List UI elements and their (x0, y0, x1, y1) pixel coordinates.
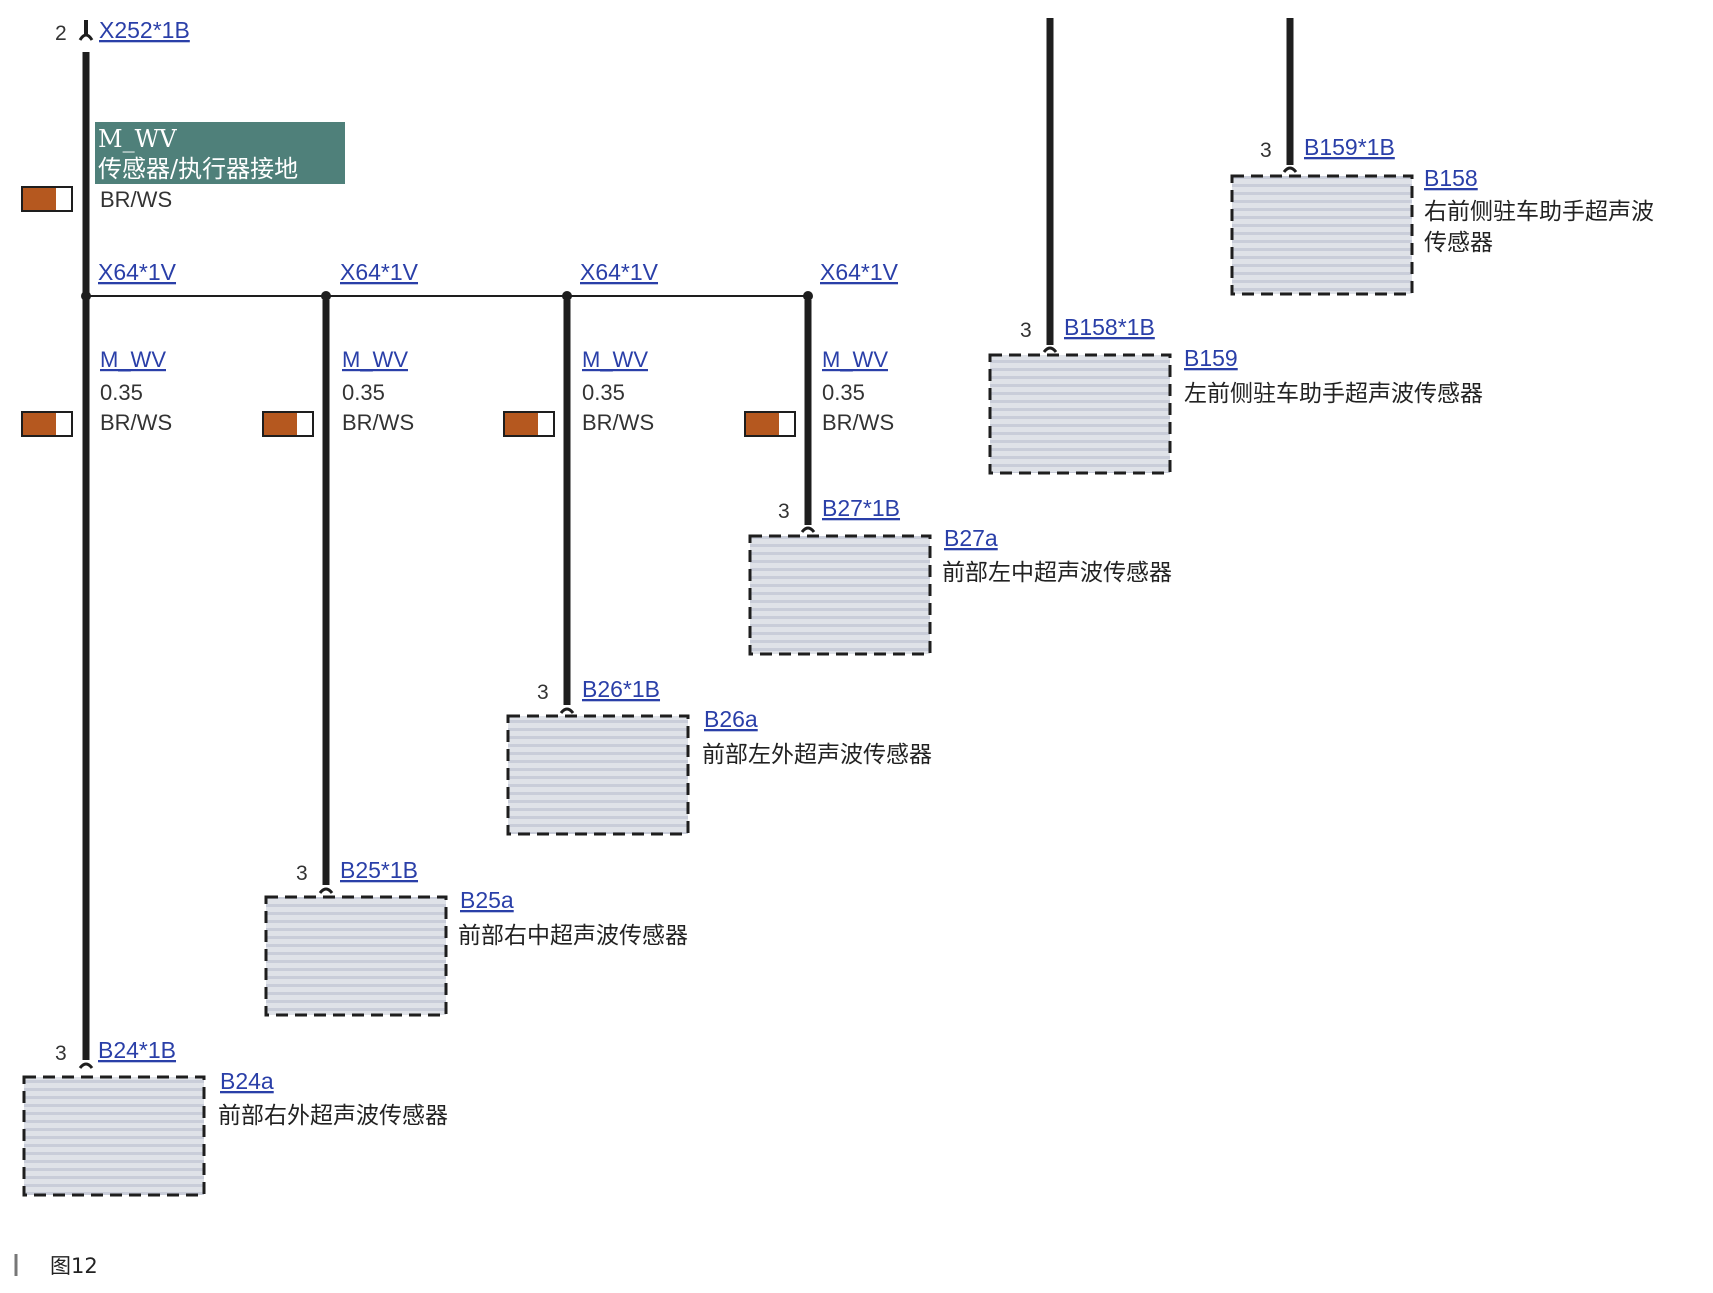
sensor-b24a[interactable]: 3 B24*1B B24a 前部右外超声波传感器 (22, 1037, 448, 1197)
sensor-desc: 前部左中超声波传感器 (942, 560, 1172, 586)
splice-label[interactable]: X64*1V (580, 259, 659, 285)
splice-dot (81, 291, 91, 301)
sensor-desc: 前部右外超声波传感器 (218, 1103, 448, 1129)
figure-caption: 图12 (14, 1254, 98, 1278)
branch-labels-1: M_WV 0.35 BR/WS (21, 347, 172, 437)
sensor-pin: 3 (1020, 319, 1032, 342)
sensor-pin: 3 (296, 862, 308, 885)
sensor-desc: 前部右中超声波传感器 (458, 923, 688, 949)
sensor-connector-link[interactable]: B27*1B (822, 495, 900, 521)
sensor-desc: 左前侧驻车助手超声波传感器 (1184, 381, 1483, 407)
top-wire-color: BR/WS (100, 187, 172, 212)
highlight-line-2: 传感器/执行器接地 (98, 155, 298, 183)
branch-wire-size: 0.35 (582, 380, 625, 405)
sensor-id-link[interactable]: B26a (704, 706, 758, 732)
ground-highlight-label: M_WV 传感器/执行器接地 (95, 122, 345, 184)
sensor-connector-link[interactable]: B24*1B (98, 1037, 176, 1063)
branch-labels-2: M_WV 0.35 BR/WS (262, 347, 414, 437)
splice-dot (321, 291, 331, 301)
branch-wire-name: M_WV (822, 347, 888, 372)
sensor-id-link[interactable]: B24a (220, 1068, 274, 1094)
branch-wire-name: M_WV (100, 347, 166, 372)
branch-wire-color: BR/WS (342, 410, 414, 435)
sensor-connector-link[interactable]: B159*1B (1304, 134, 1395, 160)
sensor-b25a[interactable]: 3 B25*1B B25a 前部右中超声波传感器 (264, 857, 688, 1017)
sensor-pin: 3 (778, 500, 790, 523)
sensor-desc: 前部左外超声波传感器 (702, 742, 932, 768)
splice-dot (562, 291, 572, 301)
sensor-pin: 3 (55, 1042, 67, 1065)
branch-wire-color: BR/WS (582, 410, 654, 435)
connector-pin: 2 (55, 22, 67, 45)
sensor-id-link[interactable]: B159 (1184, 345, 1238, 371)
branch-labels-3: M_WV 0.35 BR/WS (503, 347, 654, 437)
connector-x252: 2 X252*1B (55, 17, 190, 45)
sensor-connector-link[interactable]: B26*1B (582, 676, 660, 702)
branch-wire-color: BR/WS (822, 410, 894, 435)
highlight-line-1: M_WV (98, 125, 177, 153)
splice-dot (803, 291, 813, 301)
branch-wire-name: M_WV (342, 347, 408, 372)
splice-label[interactable]: X64*1V (98, 259, 177, 285)
branch-wire-name: M_WV (582, 347, 648, 372)
sensor-id-link[interactable]: B27a (944, 525, 998, 551)
splice-nodes: X64*1V X64*1V X64*1V X64*1V (81, 259, 899, 301)
sensor-b26a[interactable]: 3 B26*1B B26a 前部左外超声波传感器 (506, 676, 932, 836)
branch-wire-size: 0.35 (822, 380, 865, 405)
sensor-desc-line-1: 右前侧驻车助手超声波 (1424, 199, 1654, 225)
branch-wire-size: 0.35 (100, 380, 143, 405)
splice-label[interactable]: X64*1V (820, 259, 899, 285)
sensor-id-link[interactable]: B25a (460, 887, 514, 913)
sensor-pin: 3 (1260, 139, 1272, 162)
sensor-connector-link[interactable]: B158*1B (1064, 314, 1155, 340)
figure-caption-text: 图12 (50, 1254, 98, 1278)
sensor-pin: 3 (537, 681, 549, 704)
branch-wire-size: 0.35 (342, 380, 385, 405)
sensor-b158[interactable]: 3 B159*1B B158 右前侧驻车助手超声波 传感器 (1230, 18, 1654, 296)
top-wire-color-swatch: BR/WS (21, 186, 172, 212)
sensor-b27a[interactable]: 3 B27*1B B27a 前部左中超声波传感器 (748, 495, 1172, 656)
sensor-b159[interactable]: 3 B158*1B B159 左前侧驻车助手超声波传感器 (988, 18, 1483, 475)
branch-wire-color: BR/WS (100, 410, 172, 435)
splice-label[interactable]: X64*1V (340, 259, 419, 285)
branch-labels-4: M_WV 0.35 BR/WS (744, 347, 894, 437)
sensor-desc-line-2: 传感器 (1424, 230, 1493, 256)
sensor-connector-link[interactable]: B25*1B (340, 857, 418, 883)
sensor-id-link[interactable]: B158 (1424, 165, 1478, 191)
connector-id-link[interactable]: X252*1B (99, 17, 190, 43)
